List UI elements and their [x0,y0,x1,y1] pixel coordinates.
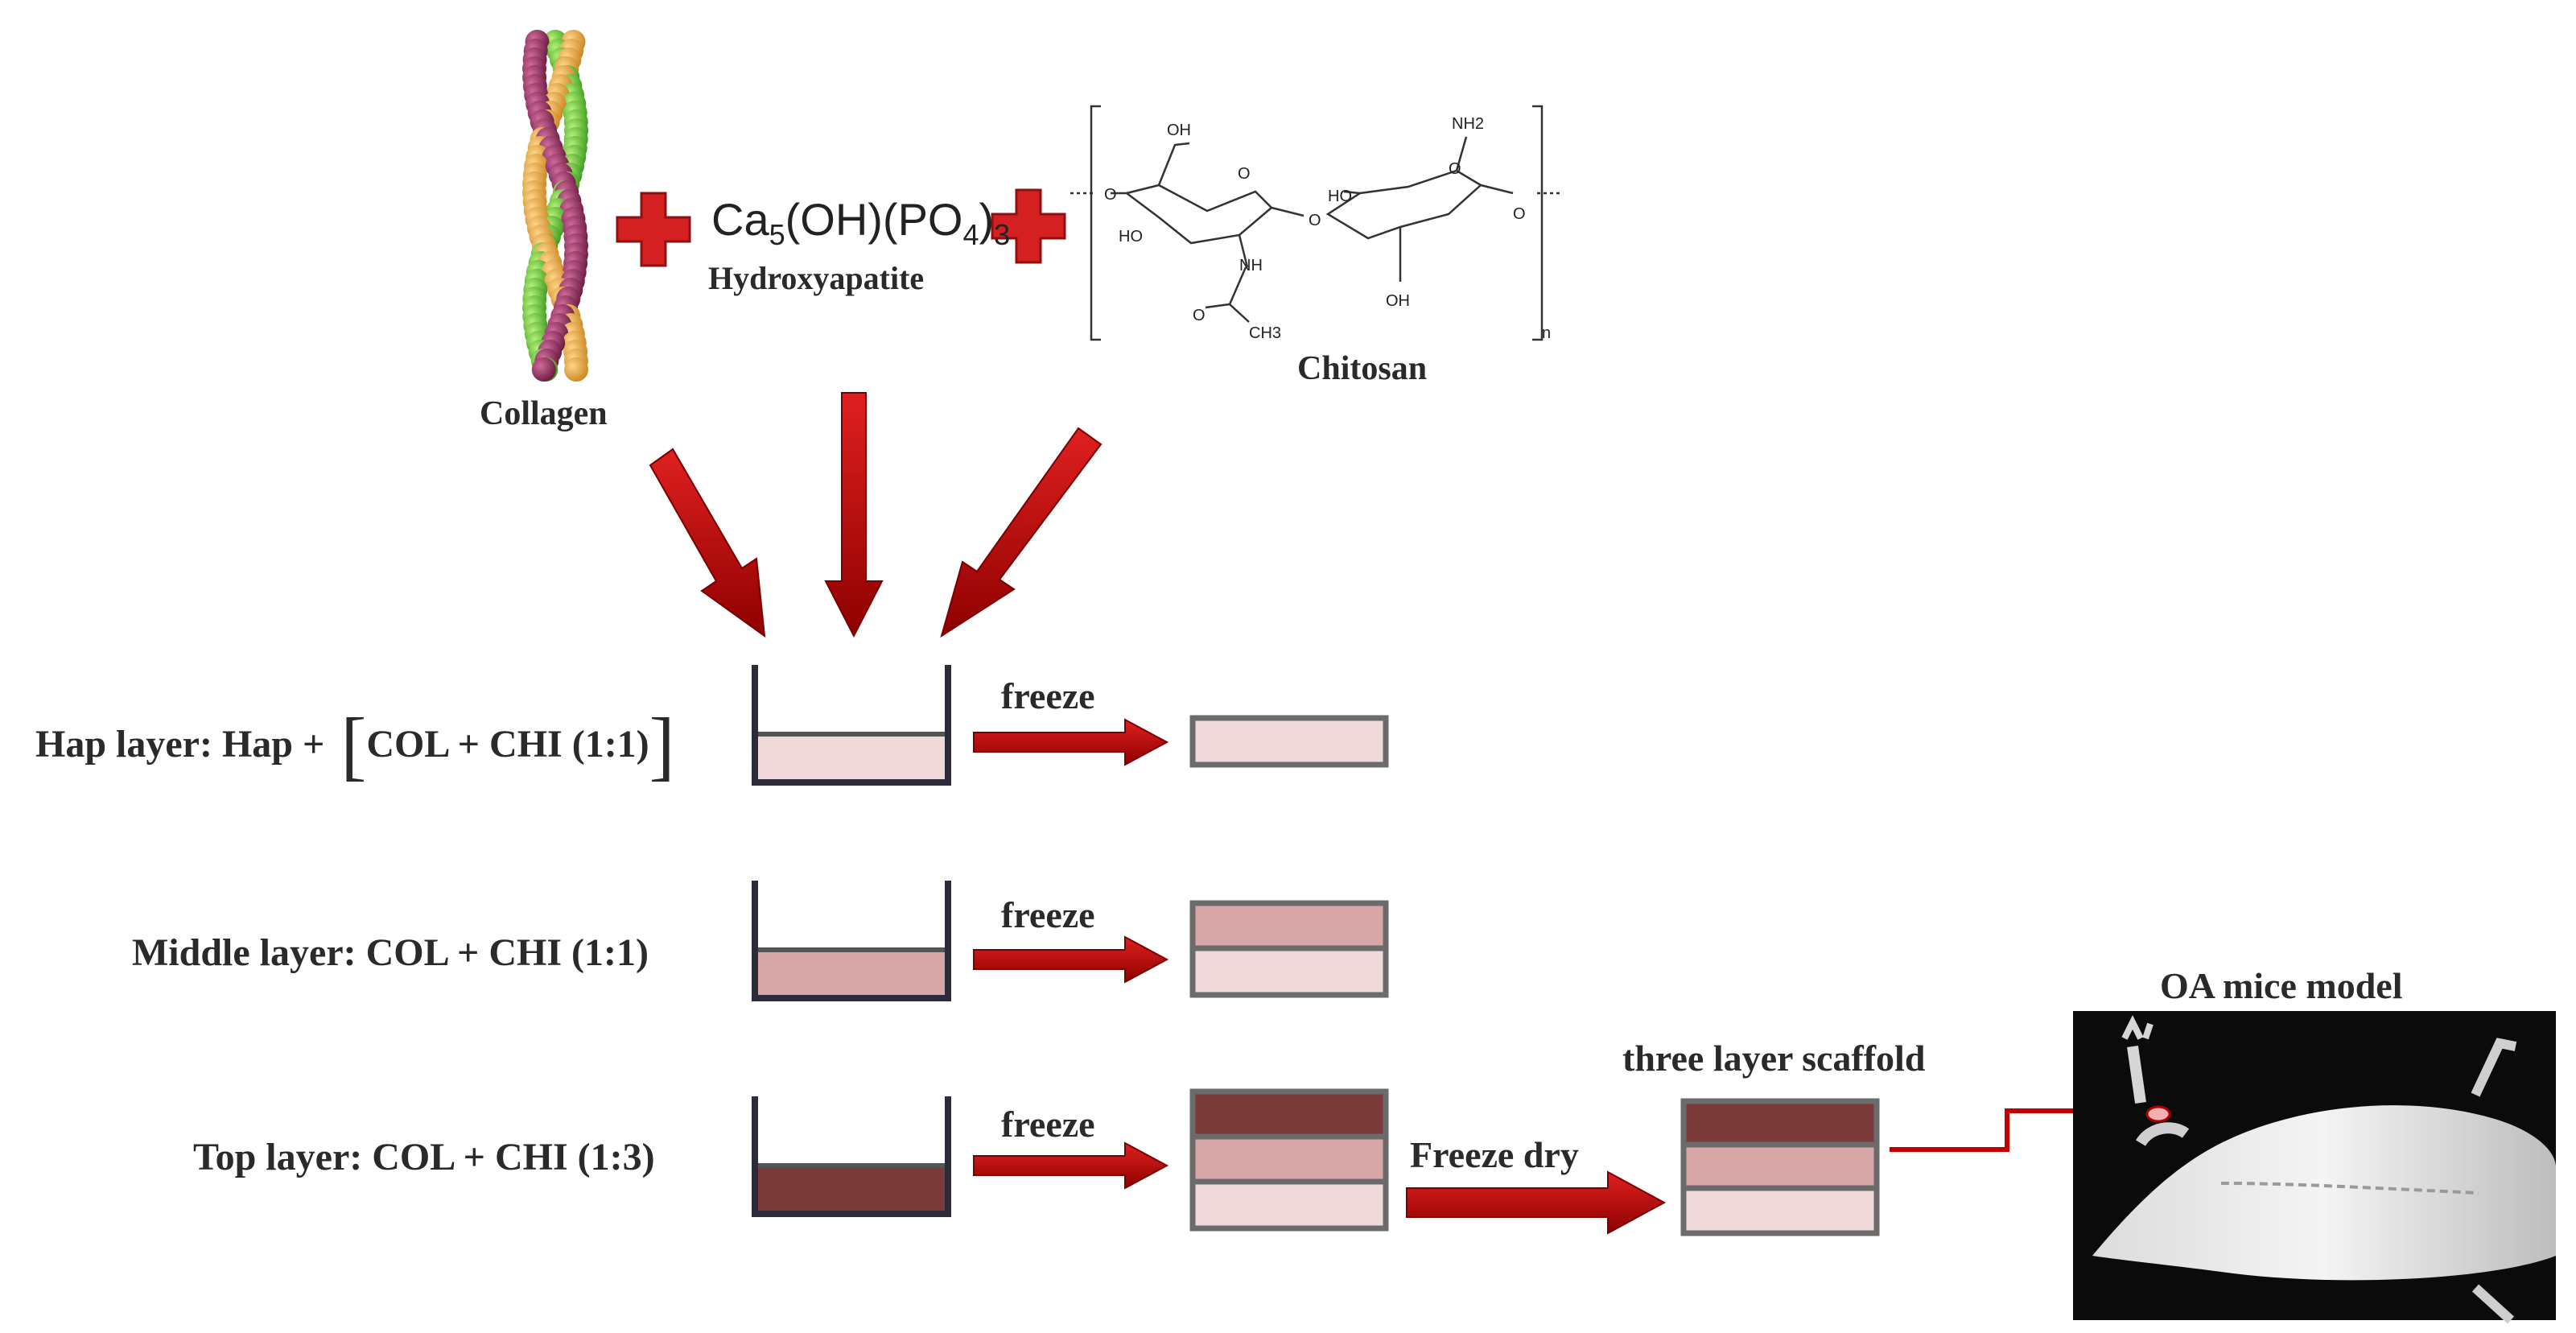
plus-icon [616,192,691,267]
freeze-label: freeze [1001,675,1095,716]
beaker-top [752,1096,951,1217]
beaker-middle [752,881,951,1001]
plus-icon [991,188,1066,264]
close-bracket-glyph: ] [649,702,675,788]
hap-layer-inner: COL + CHI (1:1) [366,723,649,766]
chitosan-label: Chitosan [1297,350,1428,387]
freeze-arrow [973,1141,1169,1190]
svg-text:O: O [1104,186,1117,204]
three-layer-scaffold-label: three layer scaffold [1622,1038,1926,1079]
svg-text:O: O [1449,160,1461,178]
svg-text:HO: HO [1328,188,1352,205]
svg-text:O: O [1513,205,1526,223]
arrow-chitosan-to-beaker [940,427,1103,638]
hydroxyapatite-label: Hydroxyapatite [708,260,925,296]
svg-text:OH: OH [1386,292,1410,310]
oa-mice-model-label: OA mice model [2160,965,2403,1006]
result-stack-2 [1189,900,1389,998]
top-layer-label: Top layer: COL + CHI (1:3) [193,1136,655,1178]
freeze-arrow [973,718,1169,766]
chitosan-structure [1070,105,1563,341]
arrow-hydroxyapatite-to-beaker [824,392,884,638]
beaker-hap [752,665,951,786]
collagen-sphere [531,357,556,382]
svg-text:NH2: NH2 [1452,115,1484,133]
svg-text:HO: HO [1119,228,1143,246]
collagen-label: Collagen [480,395,608,432]
hydroxyapatite-formula: Ca5(OH)(PO4)3 [711,194,1011,252]
svg-text:CH3: CH3 [1249,324,1281,342]
three-layer-scaffold-stack [1680,1098,1880,1236]
result-stack-3 [1189,1088,1389,1232]
middle-layer-label: Middle layer: COL + CHI (1:1) [132,931,649,974]
freeze-arrow [973,935,1169,984]
hap-layer-label: Hap layer: Hap + [COL + CHI (1:1)] [35,700,675,790]
svg-text:O: O [1238,165,1251,183]
freeze-label: freeze [1001,894,1095,935]
oa-mouse-xray-image [2073,1011,2556,1324]
freeze-dry-label: Freeze dry [1410,1134,1579,1175]
freeze-label: freeze [1001,1104,1095,1145]
chitosan-atom-labels: OH O O HO NH O CH3 O HO O NH2 OH O n [1104,115,1551,342]
open-bracket-glyph: [ [340,702,367,788]
svg-text:n: n [1542,324,1551,342]
svg-text:OH: OH [1167,122,1191,139]
freeze-dry-arrow [1406,1170,1667,1235]
collagen-sphere [564,357,588,382]
hap-layer-prefix: Hap layer: Hap + [35,723,325,766]
arrow-collagen-to-beaker [649,448,766,638]
svg-text:NH: NH [1239,257,1263,274]
result-stack-1 [1189,715,1389,768]
svg-text:O: O [1193,307,1206,324]
collagen-helix-image [522,30,588,382]
svg-text:O: O [1309,212,1321,229]
